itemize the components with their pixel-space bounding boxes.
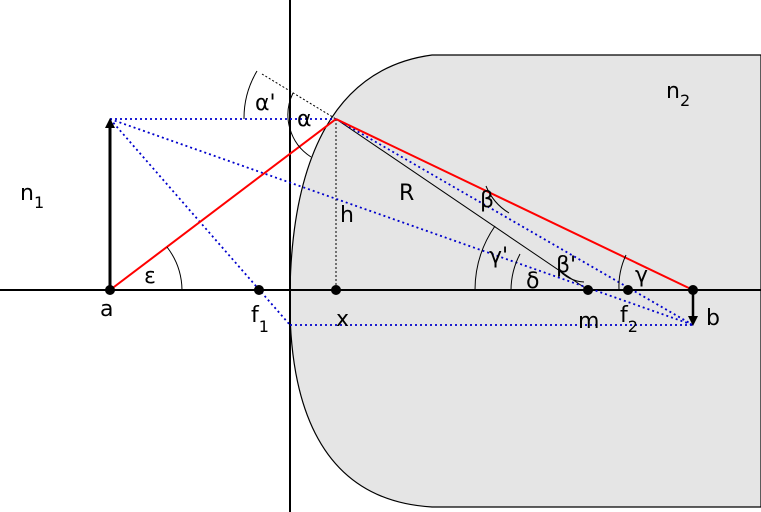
angle-arcs — [166, 70, 627, 291]
label-x: x — [336, 307, 349, 332]
label-f2: f2 — [620, 303, 638, 336]
normal-dashed-line — [261, 73, 337, 120]
point-b — [688, 285, 698, 295]
label-alpha-prime: α' — [255, 91, 276, 116]
arc-beta-prime — [557, 268, 585, 283]
label-h: h — [340, 203, 354, 228]
arc-alpha — [287, 92, 312, 158]
point-m — [583, 285, 593, 295]
arc-epsilon — [166, 246, 183, 291]
label-n2: n2 — [666, 79, 690, 110]
label-b: b — [706, 306, 720, 331]
label-gamma-prime: γ' — [489, 244, 508, 269]
arc-gamma-prime — [474, 225, 496, 291]
label-n1: n1 — [20, 181, 44, 212]
arc-beta — [485, 185, 510, 214]
label-alpha: α — [297, 107, 312, 132]
point-a — [105, 285, 115, 295]
axis-points — [105, 285, 698, 295]
label-a: a — [100, 297, 113, 322]
label-epsilon: ε — [144, 264, 156, 289]
label-beta-prime: β' — [556, 253, 576, 278]
label-beta: β — [480, 188, 494, 213]
arc-gamma — [618, 254, 627, 291]
point-f2 — [623, 285, 633, 295]
label-m: m — [578, 309, 599, 334]
blue-ray-through-f2 — [335, 118, 694, 326]
arc-alpha-prime — [243, 70, 258, 120]
label-gamma: γ — [635, 263, 648, 288]
label-delta: δ — [526, 269, 539, 294]
blue-ray-through-center — [109, 118, 694, 326]
radius-line — [335, 118, 589, 291]
label-f1: f1 — [251, 303, 269, 336]
point-f1 — [254, 285, 264, 295]
point-x — [331, 285, 341, 295]
arc-delta — [510, 253, 521, 291]
red-ray-refracted — [335, 118, 694, 291]
label-R: R — [399, 181, 414, 206]
red-ray-incident — [109, 118, 337, 291]
